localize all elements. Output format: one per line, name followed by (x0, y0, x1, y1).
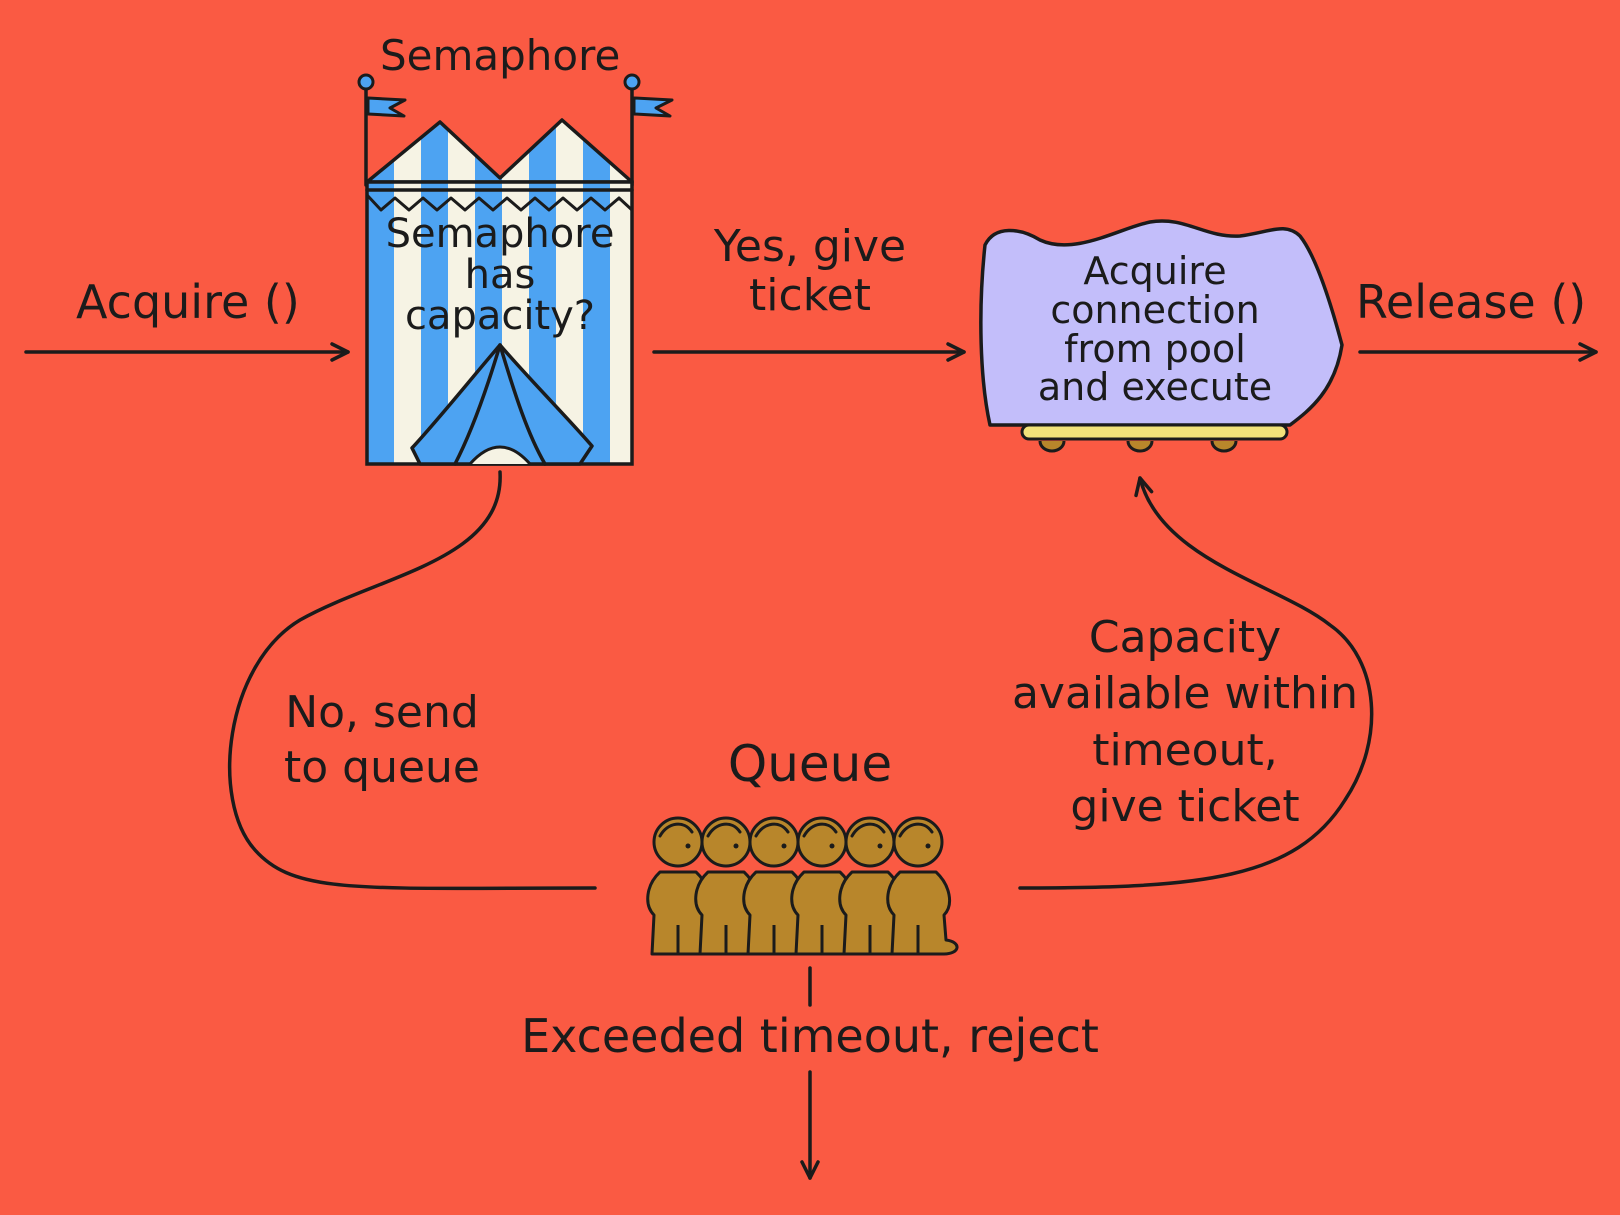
semaphore-question: Semaphore has capacity? (380, 211, 620, 340)
capacity-line-4: give ticket (1070, 780, 1300, 832)
exceeded-timeout-label: Exceeded timeout, reject (521, 1009, 1099, 1063)
no-line-1: No, send (285, 687, 479, 738)
capacity-line-3: timeout, (1092, 724, 1278, 776)
connection-cart (979, 219, 1344, 453)
semaphore-question-line-2: has (464, 252, 536, 299)
cart-line-3: from pool (1064, 326, 1246, 371)
semaphore-title: Semaphore (380, 31, 621, 80)
queue-label: Queue (727, 735, 893, 793)
yes-give-ticket-label: Yes, give ticket (690, 222, 930, 321)
left-flag (366, 96, 407, 118)
no-line-2: to queue (283, 742, 480, 793)
cart-label: Acquire connection from pool and execute (1010, 252, 1300, 407)
capacity-loop (1018, 476, 1374, 890)
yes-line-2: ticket (749, 270, 871, 322)
yes-line-1: Yes, give (713, 221, 907, 272)
acquire-label: Acquire () (76, 275, 300, 329)
right-flag (632, 96, 674, 118)
cart-line-2: connection (1050, 287, 1260, 332)
cart-line-4: and execute (1037, 365, 1273, 410)
capacity-line-1: Capacity (1088, 612, 1282, 663)
semaphore-tent (357, 73, 674, 466)
queue-person (886, 816, 959, 956)
capacity-line-2: available within (1011, 668, 1359, 720)
no-send-to-queue-label: No, send to queue (262, 685, 502, 795)
semaphore-question-line-3: capacity? (404, 293, 596, 340)
cart-line-1: Acquire (1083, 249, 1227, 293)
queue-people (646, 816, 959, 956)
capacity-available-label: Capacity available within timeout, give … (1000, 610, 1370, 835)
no-queue-loop (227, 470, 597, 891)
semaphore-question-line-1: Semaphore (385, 211, 615, 257)
release-label: Release () (1356, 275, 1587, 329)
